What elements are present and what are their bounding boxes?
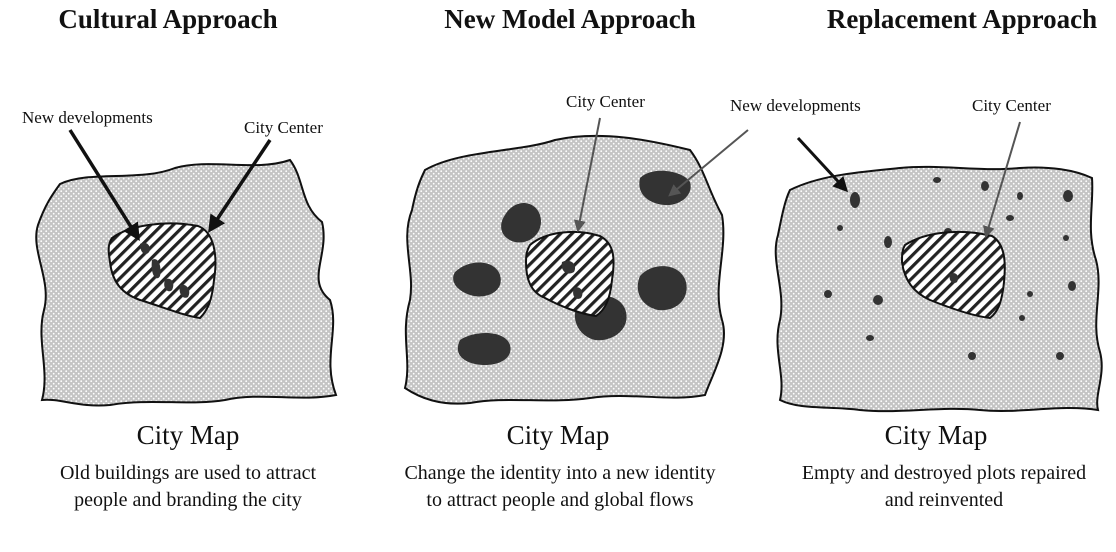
map-title-cultural: City Map bbox=[136, 420, 240, 450]
plot bbox=[837, 225, 843, 231]
plot bbox=[824, 290, 832, 298]
panel-title-new-model: New Model Approach bbox=[444, 4, 696, 34]
old-building bbox=[561, 260, 576, 274]
plot bbox=[873, 295, 883, 305]
old-building bbox=[164, 278, 174, 292]
plot bbox=[1063, 190, 1073, 202]
new-development bbox=[453, 262, 501, 297]
plot bbox=[1068, 281, 1076, 291]
caption-replacement: Empty and destroyed plots repaired and r… bbox=[801, 462, 1087, 511]
caption-cultural: Old buildings are used to attract people… bbox=[59, 462, 317, 511]
new-development bbox=[637, 266, 687, 311]
new-development bbox=[501, 202, 541, 243]
plot bbox=[1006, 215, 1014, 221]
plot bbox=[866, 335, 874, 341]
arrow-new-developments bbox=[796, 136, 849, 193]
plot bbox=[850, 192, 860, 208]
arrow-city-center bbox=[982, 121, 1021, 239]
plot bbox=[884, 236, 892, 248]
label-city-center: City Center bbox=[972, 96, 1051, 115]
plot bbox=[981, 181, 989, 191]
plot bbox=[1019, 315, 1025, 321]
cultural-city-center bbox=[107, 222, 217, 320]
new-development bbox=[457, 333, 511, 366]
arrow-new-developments bbox=[668, 129, 749, 197]
arrow-new-developments bbox=[68, 129, 140, 241]
map-title-new-model: City Map bbox=[506, 420, 610, 450]
plot bbox=[1017, 192, 1023, 200]
plot bbox=[1027, 291, 1033, 297]
label-city-center: City Center bbox=[244, 118, 323, 137]
plot bbox=[1056, 352, 1064, 360]
caption-new-model: Change the identity into a new identity … bbox=[404, 462, 716, 511]
plot bbox=[968, 352, 976, 360]
old-building bbox=[949, 273, 959, 284]
panel-title-replacement: Replacement Approach bbox=[826, 4, 1098, 34]
plot bbox=[933, 177, 941, 183]
old-building bbox=[140, 242, 150, 254]
map-title-replacement: City Map bbox=[884, 420, 988, 450]
label-new-developments: New developments bbox=[22, 108, 153, 127]
new-model-developments bbox=[453, 170, 691, 366]
label-new-developments: New developments bbox=[730, 96, 861, 115]
arrow-city-center bbox=[573, 117, 601, 233]
label-city-center: City Center bbox=[566, 92, 645, 111]
plot bbox=[1063, 235, 1069, 241]
replacement-plots bbox=[824, 177, 1076, 360]
old-building bbox=[151, 259, 161, 279]
old-building bbox=[573, 287, 583, 299]
new-model-city-center bbox=[524, 230, 615, 318]
arrow-city-center bbox=[208, 139, 272, 233]
panel-title-cultural: Cultural Approach bbox=[58, 4, 278, 34]
old-building bbox=[179, 284, 190, 298]
